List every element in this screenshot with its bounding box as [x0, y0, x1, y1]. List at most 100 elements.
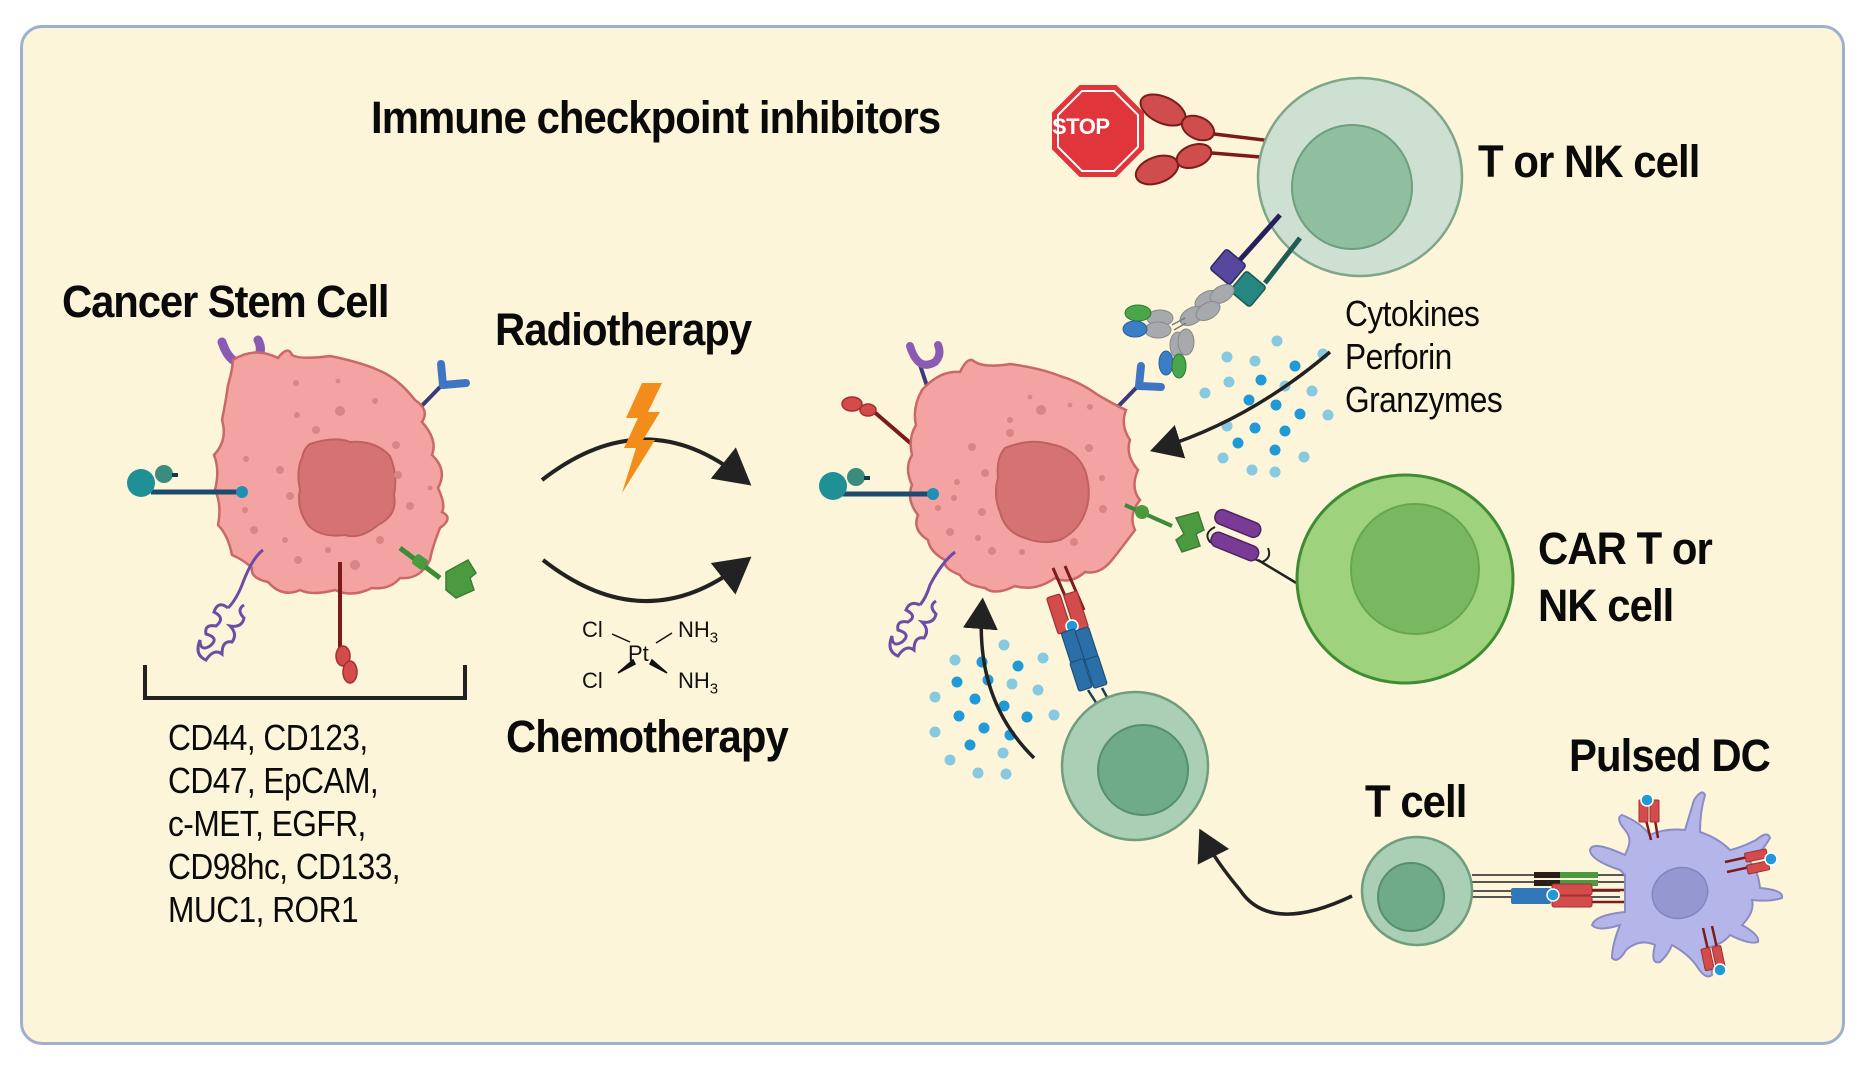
label-cancer-stem-cell: Cancer Stem Cell: [62, 276, 390, 327]
label-chemotherapy: Chemotherapy: [506, 711, 789, 762]
granule-dot: [1221, 351, 1233, 363]
cisplatin-cl-top: Cl: [582, 617, 603, 642]
granule-dot: [1012, 660, 1024, 672]
car-t-cell: [1124, 473, 1515, 685]
receptor-teal-ligand-icon: [819, 468, 939, 500]
label-radiotherapy: Radiotherapy: [495, 304, 752, 355]
cancer-cell-nucleus: [297, 438, 397, 538]
effector-granzymes: Granzymes: [1345, 379, 1503, 420]
granule-dot: [972, 767, 984, 779]
granule-dot: [998, 700, 1010, 712]
granule-dot: [1000, 768, 1012, 780]
granule-dot: [1217, 452, 1229, 464]
marker-line: CD44, CD123,: [168, 717, 368, 758]
granule-dot: [969, 693, 981, 705]
granule-dot: [1232, 437, 1244, 449]
granule-dot: [929, 726, 941, 738]
granule-dot: [1298, 451, 1310, 463]
granule-dot: [949, 654, 961, 666]
cancer-stem-cell-left: [127, 335, 477, 684]
granule-dot: [1249, 422, 1261, 434]
granule-dot: [1223, 376, 1235, 388]
granule-dot: [1269, 466, 1281, 478]
granule-dot: [1289, 360, 1301, 372]
stop-sign-icon: [1052, 85, 1144, 177]
car-cell-nucleus: [1350, 503, 1480, 635]
granule-dot: [951, 676, 963, 688]
granule-dot: [1294, 408, 1306, 420]
t-cell-activation-arrow: [962, 597, 1036, 760]
granule-dot: [1270, 399, 1282, 411]
granule-dot: [1269, 444, 1281, 456]
granule-dot: [998, 639, 1010, 651]
car-receptor-icon: [1206, 508, 1299, 586]
label-car-t-line1: CAR T or: [1538, 523, 1713, 574]
marker-line: MUC1, ROR1: [168, 889, 359, 930]
granule-dot: [1249, 355, 1261, 367]
checkpoint-receptor-icon: [1134, 93, 1273, 186]
dc-nucleus: [1651, 866, 1709, 920]
cytoplasm-granules: [242, 378, 433, 570]
granule-dot: [944, 754, 956, 766]
granule-dot: [997, 747, 1009, 759]
marker-line: c-MET, EGFR,: [168, 803, 366, 844]
label-t-cell: T cell: [1365, 776, 1467, 827]
mhc-peptide-icon: [1724, 848, 1778, 875]
t-or-nk-cell-top: [1134, 76, 1464, 307]
granule-dot: [1255, 374, 1267, 386]
granule-dot: [929, 691, 941, 703]
t-cell-middle: [1046, 565, 1210, 842]
receptor-red-dimer-icon: [335, 562, 358, 684]
t-cell-nucleus: [1291, 124, 1413, 250]
cisplatin-structure-icon: [611, 632, 673, 674]
cisplatin-pt: Pt: [628, 641, 649, 666]
granule-dot: [1021, 711, 1033, 723]
cytotoxic-granules-upper: [1199, 335, 1334, 478]
granule-dot: [1306, 385, 1318, 397]
radiotherapy-arrow: [540, 437, 752, 486]
granule-dot: [1048, 709, 1060, 721]
receptor-coiled-icon: [888, 550, 956, 658]
granule-dot: [1246, 464, 1258, 476]
granule-dot: [964, 739, 976, 751]
t-cell-expansion-arrow: [1197, 828, 1353, 916]
receptor-green-icon: [398, 546, 477, 599]
cancer-cell-nucleus: [994, 440, 1090, 544]
antigen-green-icon: [1174, 511, 1205, 553]
effector-molecules-list: Cytokines Perforin Granzymes: [1345, 292, 1503, 421]
cytotoxic-granules-lower: [929, 639, 1060, 780]
granule-dot: [1006, 678, 1018, 690]
marker-line: CD98hc, CD133,: [168, 846, 401, 887]
t-cell-nucleus: [1097, 724, 1189, 816]
mhc-peptide-icon: [1700, 925, 1727, 977]
receptor-teal-ligand-icon: [127, 465, 248, 498]
label-t-or-nk-cell: T or NK cell: [1478, 136, 1700, 187]
csc-markers-list: CD44, CD123, CD47, EpCAM, c-MET, EGFR, C…: [168, 716, 401, 931]
label-car-t-line2: NK cell: [1538, 580, 1674, 631]
tcr-receptors-icon: [1210, 213, 1302, 307]
cisplatin-nh3-bottom: NH3: [678, 668, 719, 698]
cytokine-arrow: [1149, 350, 1332, 459]
granule-dot: [1037, 652, 1049, 664]
label-pulsed-dc: Pulsed DC: [1569, 730, 1771, 781]
granule-dot: [953, 710, 965, 722]
granule-dot: [1322, 409, 1334, 421]
label-immune-checkpoint-inhibitors: Immune checkpoint inhibitors: [371, 92, 941, 143]
granule-dot: [1243, 394, 1255, 406]
bispecific-antibody-icon: [1122, 284, 1235, 379]
pulsed-dendritic-cell: [1588, 791, 1784, 978]
marker-line: CD47, EpCAM,: [168, 760, 379, 801]
effector-perforin: Perforin: [1345, 336, 1452, 377]
granule-dot: [978, 722, 990, 734]
chemotherapy-arrow: [541, 556, 752, 603]
marker-bracket: [143, 665, 467, 700]
stop-sign-text: STOP: [1052, 114, 1110, 139]
cancer-cell-right: [819, 341, 1165, 658]
receptor-coiled-icon: [196, 548, 264, 662]
lightning-bolt-icon: [622, 383, 662, 493]
granule-dot: [1032, 684, 1044, 696]
cisplatin-nh3-top: NH3: [678, 617, 719, 647]
cytoplasm-granules: [935, 394, 1107, 555]
effector-cytokines: Cytokines: [1345, 293, 1480, 334]
